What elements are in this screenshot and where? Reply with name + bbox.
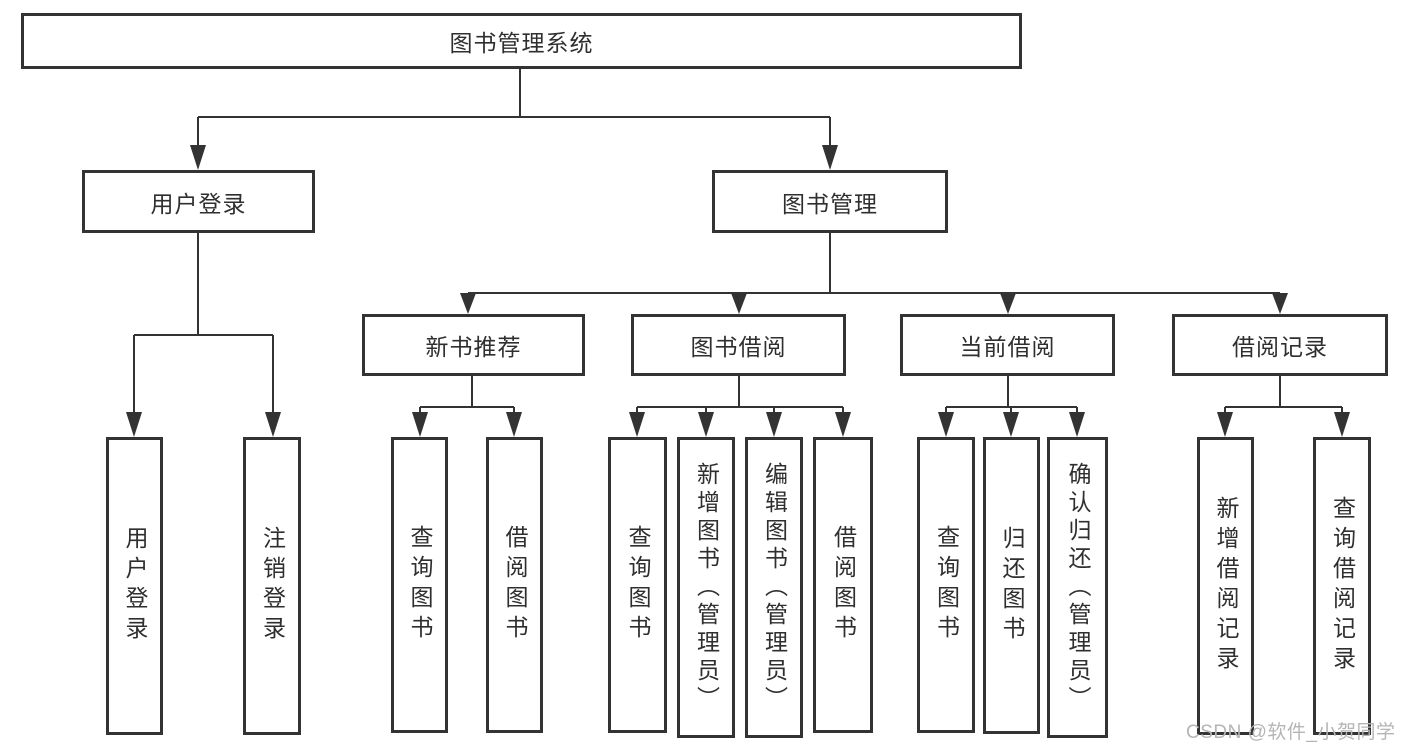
node-cur-return-books: 归还图书 — [983, 437, 1040, 734]
node-cur-query-books: 查询图书 — [917, 437, 975, 733]
node-bor-edit-books: 编辑图书（管理员） — [745, 437, 803, 738]
arrow-down-icon — [731, 293, 747, 314]
node-new-book-rec: 新书推荐 — [362, 314, 585, 376]
arrow-down-icon — [412, 412, 428, 437]
node-current-borrow: 当前借阅 — [900, 314, 1115, 376]
arrow-down-icon — [1334, 412, 1350, 437]
connector-user-login — [133, 232, 274, 414]
arrow-down-icon — [1272, 293, 1288, 314]
arrow-down-icon — [698, 412, 714, 437]
arrowheads — [126, 145, 1350, 437]
connector-book-mgmt — [467, 233, 1281, 298]
connector-current-borrow — [945, 376, 1078, 415]
connector-new-book-rec — [419, 376, 515, 415]
arrow-down-icon — [190, 145, 206, 170]
arrow-down-icon — [1000, 293, 1016, 314]
node-book-borrow: 图书借阅 — [631, 314, 846, 376]
node-bor-add-books: 新增图书（管理员） — [677, 437, 735, 738]
node-hist-add-record: 新增借阅记录 — [1197, 437, 1254, 735]
node-rec-borrow-books: 借阅图书 — [486, 437, 543, 733]
node-user-login-item: 用户登录 — [106, 437, 163, 735]
node-user-login: 用户登录 — [82, 170, 315, 233]
node-bor-query-books: 查询图书 — [608, 437, 667, 733]
watermark: CSDN @软件_小贺同学 — [1186, 722, 1396, 743]
arrow-down-icon — [1217, 412, 1233, 437]
arrow-down-icon — [766, 412, 782, 437]
arrow-down-icon — [1003, 412, 1019, 437]
arrow-down-icon — [126, 412, 142, 437]
node-rec-query-books: 查询图书 — [391, 437, 448, 733]
arrow-down-icon — [822, 145, 838, 170]
node-root: 图书管理系统 — [21, 13, 1022, 69]
arrow-down-icon — [1069, 412, 1085, 437]
node-bor-borrow-books: 借阅图书 — [813, 437, 873, 733]
arrow-down-icon — [835, 412, 851, 437]
arrow-down-icon — [938, 412, 954, 437]
arrow-down-icon — [506, 412, 522, 437]
node-book-mgmt: 图书管理 — [712, 170, 948, 233]
connector-borrow-records — [1224, 376, 1343, 415]
connector-root — [197, 68, 831, 147]
node-borrow-records: 借阅记录 — [1172, 314, 1388, 376]
node-hist-query-record: 查询借阅记录 — [1313, 437, 1371, 735]
node-logout-item: 注销登录 — [243, 437, 301, 735]
arrow-down-icon — [460, 293, 476, 314]
arrow-down-icon — [629, 412, 645, 437]
arrow-down-icon — [265, 412, 281, 437]
connector-book-borrow — [636, 376, 844, 415]
node-cur-confirm-return: 确认归还（管理员） — [1047, 437, 1108, 738]
